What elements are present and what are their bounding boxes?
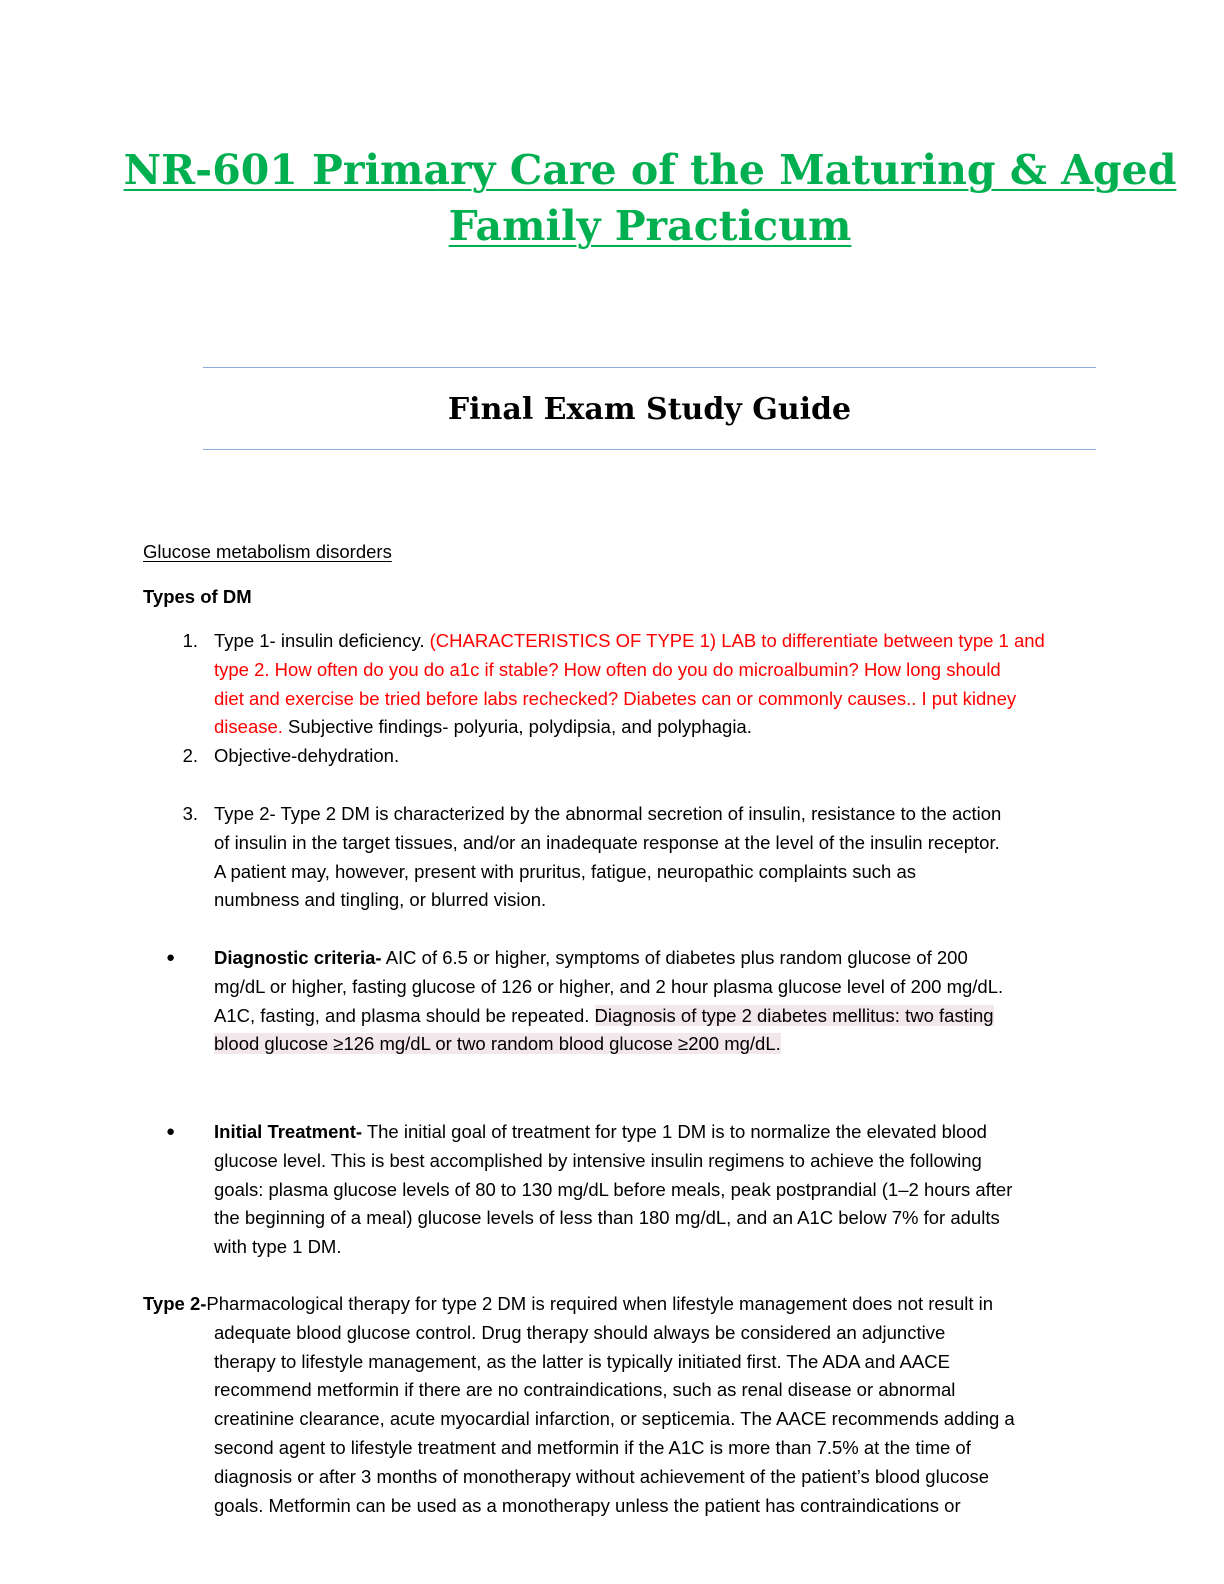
document-title: NR-601 Primary Care of the Maturing & Ag… — [120, 142, 1180, 254]
item3-line: of insulin in the target tissues, and/or… — [214, 831, 1000, 853]
initial-label: Initial Treatment- — [214, 1121, 363, 1142]
list-number-3: 3. — [182, 803, 198, 824]
bullet-icon: ● — [166, 1123, 176, 1140]
list-number-1: 1. — [182, 630, 198, 651]
document-subtitle: Final Exam Study Guide — [447, 392, 852, 427]
initial-line-1: The initial goal of treatment for type 1… — [362, 1121, 987, 1142]
type2-paragraph: Type 2-Pharmacological therapy for type … — [143, 1290, 1093, 1520]
type2-line: creatinine clearance, acute myocardial i… — [214, 1408, 1015, 1430]
type2-line: goals. Metformin can be used as a monoth… — [214, 1494, 961, 1516]
type2-label: Type 2- — [143, 1293, 207, 1314]
bottom-divider — [203, 449, 1096, 450]
title-line-2: Family Practicum — [448, 202, 852, 250]
diagnostic-line-2: mg/dL or higher, fasting glucose of 126 … — [214, 975, 1004, 997]
item3-line: A patient may, however, present with pru… — [214, 860, 917, 882]
item1-red-line-3: diet and exercise be tried before labs r… — [214, 687, 1017, 709]
type2-line-1: Pharmacological therapy for type 2 DM is… — [206, 1293, 994, 1314]
type2-line: adequate blood glucose control. Drug the… — [214, 1321, 946, 1343]
bullet-icon: ● — [166, 949, 176, 966]
diagnostic-highlight-1: Diagnosis of type 2 diabetes mellitus: t… — [594, 1004, 994, 1026]
initial-line: with type 1 DM. — [214, 1236, 342, 1258]
initial-line: goals: plasma glucose levels of 80 to 13… — [214, 1178, 1013, 1200]
section-heading: Glucose metabolism disorders — [143, 541, 392, 562]
type2-line: diagnosis or after 3 months of monothera… — [214, 1465, 990, 1487]
top-divider — [203, 367, 1096, 368]
item1-red-line-1: (CHARACTERISTICS OF TYPE 1) LAB to diffe… — [429, 630, 1045, 651]
type2-line: second agent to lifestyle treatment and … — [214, 1436, 971, 1458]
item1-red-line-4: disease. — [214, 716, 283, 738]
diagnostic-line-3: A1C, fasting, and plasma should be repea… — [214, 1004, 595, 1026]
type2-line: therapy to lifestyle management, as the … — [214, 1350, 950, 1372]
item1-prefix: Type 1- insulin deficiency. — [214, 630, 430, 651]
initial-treatment-bullet: Initial Treatment- The initial goal of t… — [214, 1118, 1094, 1262]
item3-line: Type 2- Type 2 DM is characterized by th… — [214, 803, 1002, 824]
type2-line: recommend metformin if there are no cont… — [214, 1379, 956, 1401]
diagnostic-highlight-2: blood glucose ≥126 mg/dL or two random b… — [214, 1033, 781, 1055]
item1-suffix: Subjective findings- polyuria, polydipsi… — [282, 716, 752, 738]
types-heading: Types of DM — [143, 586, 252, 607]
initial-line: glucose level. This is best accomplished… — [214, 1149, 982, 1171]
item3-line: numbness and tingling, or blurred vision… — [214, 889, 547, 911]
item1-red-line-2: type 2. How often do you do a1c if stabl… — [214, 658, 1001, 680]
list-item-3: Type 2- Type 2 DM is characterized by th… — [214, 800, 1094, 915]
title-line-1: NR-601 Primary Care of the Maturing & Ag… — [123, 146, 1177, 194]
diagnostic-label: Diagnostic criteria- — [214, 947, 382, 968]
diagnostic-line-1: AIC of 6.5 or higher, symptoms of diabet… — [381, 947, 968, 968]
list-number-2: 2. — [182, 745, 198, 766]
list-item-1: Type 1- insulin deficiency. (CHARACTERIS… — [214, 627, 1094, 742]
diagnostic-criteria-bullet: Diagnostic criteria- AIC of 6.5 or highe… — [214, 944, 1094, 1059]
list-item-2: Objective-dehydration. — [214, 745, 400, 766]
initial-line: the beginning of a meal) glucose levels … — [214, 1207, 1000, 1229]
